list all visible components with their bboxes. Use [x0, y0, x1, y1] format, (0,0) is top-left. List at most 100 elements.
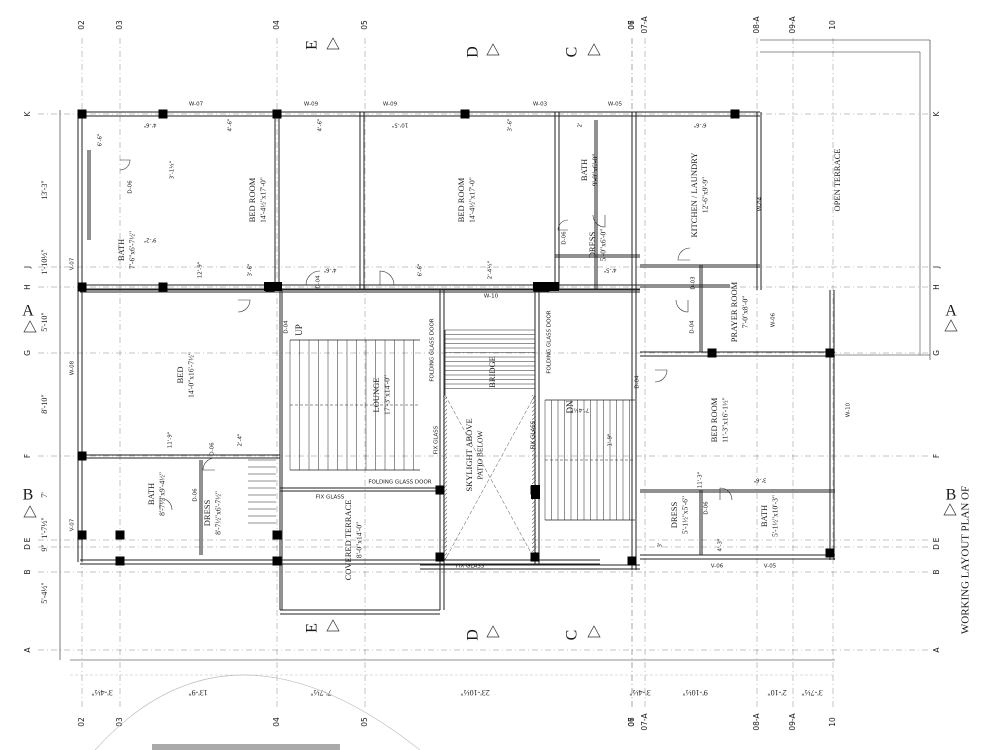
room-size: 14'-0"x16'-7½" [187, 352, 196, 398]
column [77, 282, 87, 292]
grid-column-label: 05 [360, 20, 369, 30]
interior-dimension: 4'-6" [318, 118, 324, 131]
interior-dimension: 12'-9" [198, 262, 204, 279]
door-swing [592, 214, 606, 228]
grid-row-label: E [932, 537, 941, 542]
column [272, 109, 282, 119]
grid-column-label: 04 [272, 20, 281, 30]
left-dimension: 5'-10" [40, 312, 49, 331]
room-name: COVERED TERRACE [343, 500, 353, 581]
interior-dimension: 3'-1½" [169, 161, 176, 179]
section-arrow [587, 625, 601, 638]
folding-door-label: FOLDING GLASS DOOR [430, 318, 436, 381]
window-tag: V-06 [711, 564, 724, 570]
room-size: 5'-0"x6'-0" [599, 229, 608, 262]
window-tag: W-05 [608, 102, 623, 108]
column [272, 556, 282, 566]
grid-row-label: E [23, 537, 32, 542]
section-marker: D [465, 629, 482, 641]
section-marker: A [22, 303, 34, 320]
line [444, 394, 536, 561]
column [435, 485, 445, 495]
walls [77, 39, 931, 615]
grid-column-label: 03 [115, 717, 124, 727]
bottom-dimension: 2'-10" [767, 688, 786, 697]
interior-dimension: 1'-9" [608, 433, 614, 446]
room-name: BED ROOM [456, 177, 466, 222]
door-swing [654, 369, 668, 383]
window-tag: W-04 [758, 196, 764, 211]
column [530, 552, 540, 562]
grid-column-label: 07 [627, 717, 636, 727]
door-swing [119, 159, 131, 171]
column [435, 552, 445, 562]
window-tag: W-10 [846, 402, 852, 417]
room-size: 5'-1½"x10'-3" [771, 495, 780, 537]
grid-row-label: J [23, 266, 32, 269]
interior-dimension: 11'-9" [168, 432, 174, 449]
column [115, 556, 125, 566]
room-name: DRESS [202, 500, 212, 527]
bottom-dimension: 9'-10½" [682, 688, 707, 697]
door-swing [305, 270, 321, 286]
left-dimension: 1'-7½" [40, 517, 49, 538]
column [531, 485, 540, 499]
room-size: 14'-4½"x17'-0" [468, 177, 477, 223]
section-marker: B [23, 487, 34, 504]
interior-dimension: 2' [578, 122, 584, 127]
hatch-band [532, 395, 536, 560]
door-swing [677, 247, 691, 261]
section-marker: C [564, 47, 581, 58]
door-swing [202, 457, 216, 471]
bottom-dimension: 7'-7½" [310, 688, 331, 697]
door-tag: D-06 [704, 501, 710, 515]
room-name: BATH [146, 483, 156, 505]
room-name: BATH [116, 239, 126, 261]
section-arrow [326, 37, 340, 50]
grid-column-label: 07-A [640, 713, 649, 731]
grid-row-label: G [23, 350, 32, 356]
room-size: 8'-7½"x6'-7½" [214, 491, 223, 535]
window-tag: W-08 [70, 360, 76, 375]
door-tag: D-06 [128, 180, 134, 194]
grid-column-label: 07-A [640, 16, 649, 34]
window-tag: W-03 [533, 102, 548, 108]
door-swing [159, 497, 173, 511]
column [533, 282, 559, 291]
column [707, 348, 717, 358]
arc-decoration [94, 674, 421, 750]
window-tag: W-07 [189, 102, 204, 108]
door-tag: D-06 [562, 231, 568, 245]
stair-up-label: UP [294, 324, 304, 336]
section-arrow [486, 43, 500, 56]
fix-glass-label: FIX GLASS [456, 564, 485, 570]
room-size: 17'-3"x14'-0" [383, 375, 392, 415]
column [77, 530, 87, 540]
room-size: 12'-6"x9'-9" [701, 177, 710, 213]
grid-row-label: F [23, 454, 32, 458]
column [115, 530, 125, 540]
grid-row-label: D [23, 544, 32, 550]
section-arrow [944, 319, 958, 332]
folding-door-label: FOLDING GLASS DOOR [547, 310, 553, 373]
section-arrow [486, 625, 500, 638]
interior-dimension: 4'-6" [143, 122, 156, 128]
grid-column-label: 09-A [788, 16, 797, 34]
grid-row-label: J [932, 266, 941, 269]
column [77, 451, 87, 461]
left-dimension: 5'-4½" [40, 582, 49, 603]
grid-row-label: K [932, 110, 941, 116]
room-name: BED ROOM [709, 397, 719, 442]
grid-column-label: 08-A [752, 16, 761, 34]
door-tag: D-04 [690, 320, 696, 334]
section-arrow [23, 320, 37, 333]
interior-dimension: 4'-6" [228, 118, 234, 131]
hatch-band [443, 395, 447, 560]
grid-row-label: B [23, 569, 32, 574]
room-size: 11'-3"x16'-1½" [721, 397, 730, 442]
plan-labels: 02020303040405050606070707-A07-A08-A08-A… [22, 16, 972, 750]
room-name: PRAYER ROOM [729, 281, 739, 342]
window-tag: V-05 [764, 564, 777, 570]
room-name: OPEN TERRACE [832, 149, 842, 212]
